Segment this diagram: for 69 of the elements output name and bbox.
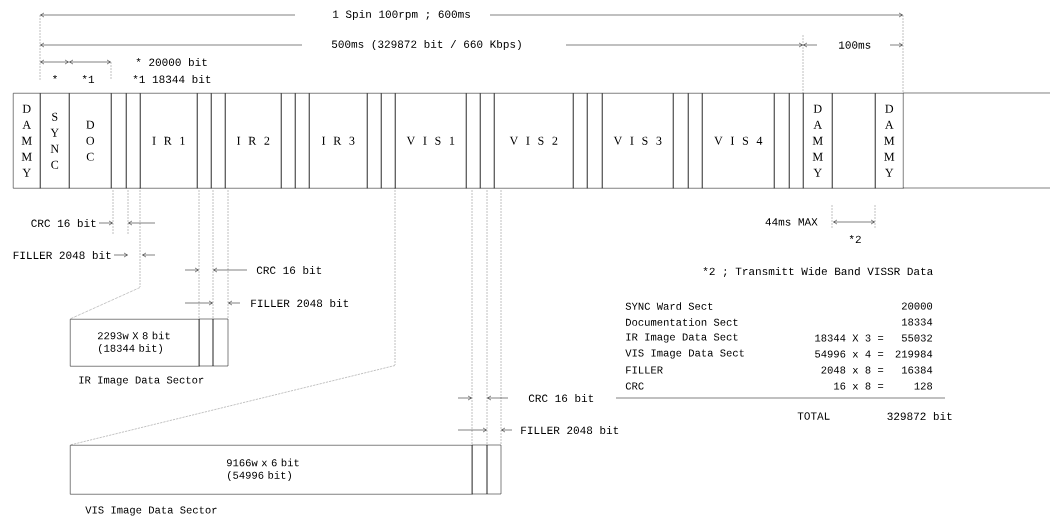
annotation-text: FILLER 2048 bit — [251, 298, 349, 308]
expansion-line — [69, 188, 396, 446]
segment-cell — [367, 93, 382, 189]
annotation-text: *1 — [82, 75, 95, 83]
segment-cell: DOC — [69, 93, 112, 189]
segment-cell: V I S 3 — [602, 93, 674, 189]
segment-cell: SYNC — [40, 93, 70, 189]
table-text: VIS Image Data Sect — [625, 349, 744, 359]
sector-box: 9166w x 6 bit (54996 bit) — [70, 445, 473, 495]
segment-cell — [573, 93, 588, 189]
annotation-text: FILLER 2048 bit — [521, 425, 619, 435]
segment-cell — [281, 93, 296, 189]
annotation-text: 44ms MAX — [765, 218, 818, 226]
annotation-text: 100ms — [839, 41, 871, 49]
annotation-text: CRC 16 bit — [31, 218, 96, 228]
table-text: 128 — [914, 382, 933, 390]
segment-cell — [295, 93, 310, 189]
expansion-line — [69, 188, 141, 320]
annotation-text: 500ms (329872 bit / 660 Kbps) — [331, 39, 521, 51]
table-text: 18344 X 3 = — [815, 334, 884, 342]
segment-cell: DAMMY — [13, 93, 41, 189]
segment-cell — [673, 93, 689, 189]
annotation-text: FILLER 2048 bit — [13, 250, 111, 260]
segment-cell: V I S 2 — [494, 93, 574, 189]
segment-cell: DAMMY — [803, 93, 833, 189]
table-text: 2048 x 8 = — [821, 366, 884, 374]
table-text: 16384 — [902, 366, 933, 374]
table-text: FILLER — [626, 366, 663, 374]
segment-cell — [111, 93, 127, 189]
annotation-text: *2 ; Transmitt Wide Band VISSR Data — [703, 267, 933, 277]
segment-cell — [480, 93, 495, 189]
segment-cell: I R 1 — [140, 93, 198, 189]
segment-cell — [789, 93, 804, 189]
table-text: 20000 — [902, 302, 933, 310]
annotation-text: * 20000 bit — [136, 57, 207, 67]
table-text: 18334 — [902, 318, 933, 326]
table-text: 219984 — [895, 350, 933, 358]
sector-box: 2293w X 8 bit (18344 bit) — [70, 319, 200, 367]
table-text: SYNC Ward Sect — [625, 302, 713, 310]
segment-cell — [587, 93, 603, 189]
annotation-text: CRC 16 bit — [528, 393, 594, 403]
segment-cell — [774, 93, 790, 189]
annotation-text: CRC 16 bit — [256, 265, 322, 275]
segment-cell — [126, 93, 141, 189]
annotation-text: TOTAL — [797, 412, 830, 420]
segment-cell — [832, 93, 876, 189]
segment-cell: V I S 4 — [702, 93, 775, 189]
annotation-text: * — [53, 75, 57, 79]
table-text: Documentation Sect — [626, 318, 738, 326]
annotation-text: 329872 bit — [887, 411, 952, 421]
segment-cell: I R 3 — [309, 93, 368, 189]
table-text: 55032 — [901, 334, 932, 342]
table-text: 54996 x 4 = — [815, 350, 884, 358]
segment-cell — [381, 93, 396, 189]
annotation-text: *2 — [849, 235, 861, 243]
segment-cell — [211, 93, 226, 189]
sector-caption: IR Image Data Sector — [79, 376, 204, 386]
table-text: IR Image Data Sect — [626, 333, 738, 343]
segment-cell: I R 2 — [225, 93, 282, 189]
segment-cell — [688, 93, 703, 189]
table-text: 16 x 8 = — [834, 382, 884, 390]
segment-cell: DAMMY — [875, 93, 904, 189]
annotation-text: 1 Spin 100rpm ; 600ms — [333, 9, 470, 21]
annotation-text: *1 18344 bit — [133, 74, 211, 84]
segment-cell — [197, 93, 212, 189]
table-text: CRC — [625, 382, 644, 390]
sector-caption: VIS Image Data Sector — [85, 506, 217, 516]
segment-cell: V I S 1 — [395, 93, 467, 189]
segment-cell — [466, 93, 481, 189]
